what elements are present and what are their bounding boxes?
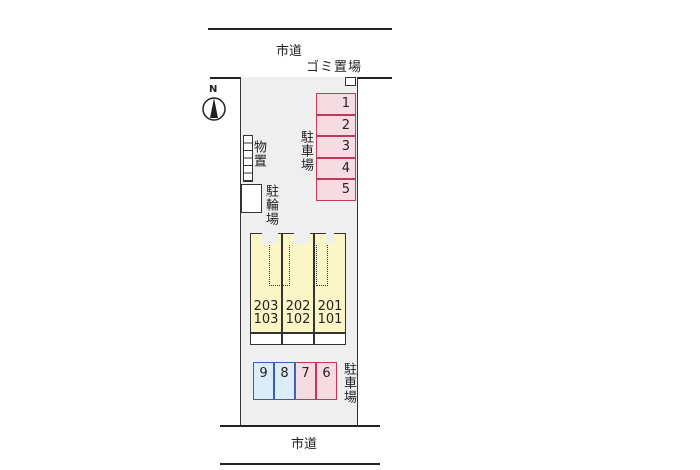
parking-space-1: 1 bbox=[316, 93, 356, 115]
road-bottom-edge bbox=[220, 463, 380, 465]
unit-lower-number: 103 bbox=[253, 312, 279, 327]
hallway-dotted bbox=[269, 245, 290, 286]
parking-space-3: 3 bbox=[316, 136, 356, 158]
compass-icon bbox=[202, 97, 226, 121]
balcony-strip bbox=[314, 333, 346, 345]
balcony-strip bbox=[282, 333, 314, 345]
hallway-dotted bbox=[316, 245, 328, 286]
parking-space-8: 8 bbox=[274, 362, 295, 400]
unit-lower-number: 102 bbox=[285, 312, 311, 327]
storage-label: 物置 bbox=[251, 140, 266, 168]
entrance-notch bbox=[262, 232, 278, 244]
road-top-edge bbox=[208, 28, 392, 30]
unit-upper-number: 201 bbox=[317, 299, 343, 314]
compass-north-label: N bbox=[209, 84, 218, 95]
road-bottom-label: 市道 bbox=[291, 437, 318, 452]
garbage-box bbox=[345, 77, 356, 86]
parking-space-4: 4 bbox=[316, 157, 356, 179]
entrance-notch bbox=[294, 232, 310, 244]
parking-space-7: 7 bbox=[295, 362, 316, 400]
parking-space-5: 5 bbox=[316, 179, 356, 201]
parking-space-6: 6 bbox=[316, 362, 337, 400]
balcony-strip bbox=[250, 333, 282, 345]
storage-shed bbox=[243, 135, 253, 182]
lot-bottom-edge bbox=[220, 425, 380, 427]
unit-upper-number: 203 bbox=[253, 299, 279, 314]
garbage-area-label: ゴミ置場 bbox=[306, 60, 363, 75]
unit-lower-number: 101 bbox=[317, 312, 343, 327]
parking-space-9: 9 bbox=[253, 362, 274, 400]
compass: N bbox=[201, 84, 227, 124]
entrance-notch bbox=[326, 232, 334, 244]
parking-label-top: 駐車場 bbox=[298, 130, 313, 172]
bicycle-parking bbox=[241, 184, 262, 213]
parking-space-2: 2 bbox=[316, 114, 356, 136]
bicycle-parking-label: 駐輪場 bbox=[263, 184, 278, 226]
road-top-label: 市道 bbox=[276, 44, 303, 59]
unit-upper-number: 202 bbox=[285, 299, 311, 314]
parking-label-bottom: 駐車場 bbox=[341, 362, 356, 404]
